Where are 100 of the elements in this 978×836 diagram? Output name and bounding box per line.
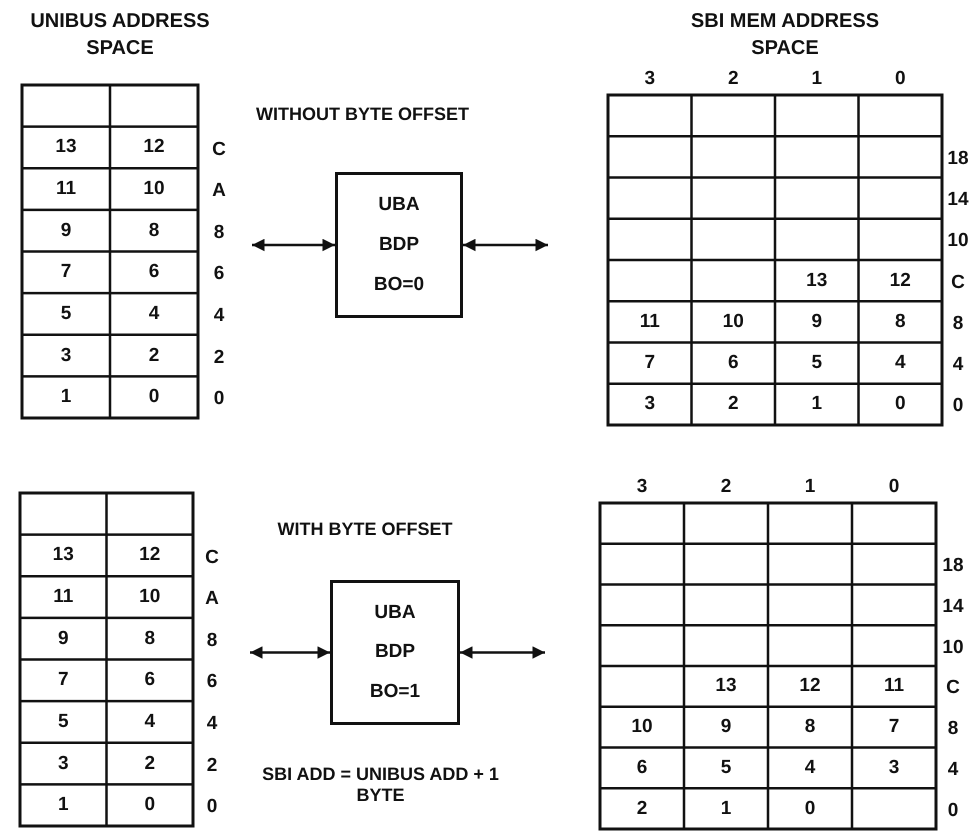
cell-value: 6: [726, 352, 740, 374]
cell-value: 8: [804, 716, 816, 738]
box-label: BDP: [374, 641, 416, 664]
cell-value: 8: [894, 310, 907, 333]
cell-value: 12: [798, 675, 822, 698]
address-label: 4: [206, 713, 218, 736]
cell-value: 5: [60, 302, 72, 325]
cell-value: 12: [142, 136, 166, 158]
address-label: A: [204, 588, 220, 610]
cell-value: 4: [148, 302, 160, 325]
cell-value: 5: [810, 352, 824, 374]
address-label: 10: [941, 636, 965, 659]
table-heading: UNIBUS ADDRESS SPACE: [29, 9, 211, 61]
byte-number: 1: [804, 476, 816, 498]
double-arrow: [463, 238, 548, 252]
box-label: BDP: [378, 234, 420, 256]
cell-value: 0: [143, 794, 156, 816]
address-label: 4: [946, 758, 960, 781]
cell-value: 13: [54, 136, 78, 158]
cell-value: 1: [720, 798, 732, 820]
cell-value: 10: [138, 586, 162, 608]
cell-value: 10: [142, 178, 166, 200]
address-label: 8: [212, 222, 226, 244]
double-arrow: [460, 646, 545, 659]
cell-value: 10: [630, 716, 654, 738]
address-label: 6: [206, 671, 218, 694]
cell-value: 1: [60, 386, 72, 408]
cell-value: 11: [52, 586, 74, 608]
cell-value: 13: [52, 544, 75, 566]
cell-value: 2: [148, 344, 160, 367]
cell-value: 8: [148, 220, 160, 242]
address-label: C: [945, 677, 961, 700]
cell-value: 3: [888, 756, 900, 779]
box-label: BO=0: [374, 274, 424, 296]
cell-value: 9: [56, 628, 70, 650]
byte-number: 1: [810, 68, 824, 90]
byte-number: 2: [720, 476, 732, 498]
cell-value: 4: [804, 756, 816, 779]
cell-value: 10: [722, 310, 745, 333]
cell-value: 6: [148, 261, 160, 284]
cell-value: 4: [143, 710, 156, 733]
cell-value: 0: [148, 386, 160, 408]
address-label: C: [950, 272, 966, 294]
cell-value: 3: [643, 393, 656, 416]
caption-text: WITH BYTE OFFSET: [276, 519, 454, 540]
address-label: 0: [212, 388, 226, 410]
address-label: 0: [952, 395, 964, 418]
cell-value: 7: [888, 716, 900, 738]
adapter-box: [335, 172, 463, 318]
box-label: UBA: [374, 602, 416, 624]
cell-value: 12: [138, 544, 162, 566]
address-label: 4: [212, 305, 226, 328]
byte-number: 3: [636, 476, 648, 498]
cell-value: 13: [805, 270, 828, 292]
cell-value: 11: [638, 310, 661, 333]
cell-value: 1: [810, 393, 824, 416]
byte-number: 0: [888, 476, 900, 498]
table-heading: SBI MEM ADDRESS SPACE: [690, 9, 880, 61]
address-label: C: [204, 546, 220, 569]
cell-value: 9: [810, 310, 824, 333]
address-label: 8: [946, 718, 960, 740]
address-label: 18: [941, 555, 965, 578]
cell-value: 9: [720, 716, 732, 738]
byte-number: 3: [643, 68, 656, 90]
address-label: 0: [946, 800, 960, 822]
double-arrow: [252, 238, 335, 252]
address-label: 8: [952, 312, 964, 335]
cell-value: 5: [56, 710, 70, 733]
cell-value: 5: [720, 756, 732, 779]
note-text: SBI ADD = UNIBUS ADD + 1 BYTE: [261, 764, 500, 806]
byte-number: 0: [894, 68, 907, 90]
address-label: 4: [952, 354, 964, 376]
address-label: 2: [212, 346, 226, 369]
cell-value: 0: [804, 798, 816, 820]
byte-number: 2: [726, 68, 740, 90]
address-label: 10: [946, 230, 970, 252]
cell-value: 0: [894, 393, 907, 416]
double-arrow: [250, 646, 330, 659]
adapter-box: [330, 580, 460, 725]
cell-value: 13: [714, 675, 738, 698]
box-label: UBA: [378, 194, 420, 216]
address-label: 14: [946, 189, 970, 212]
box-label: BO=1: [370, 681, 420, 704]
cell-value: 2: [726, 393, 740, 416]
caption-text: WITHOUT BYTE OFFSET: [255, 104, 470, 125]
cell-value: 11: [54, 178, 78, 200]
address-label: 8: [206, 630, 218, 652]
cell-value: 9: [60, 220, 72, 242]
cell-value: 6: [143, 669, 156, 692]
cell-value: 8: [143, 628, 156, 650]
cell-value: 1: [56, 794, 70, 816]
cell-value: 12: [888, 270, 912, 292]
cell-value: 11: [882, 675, 906, 698]
cell-value: 2: [143, 752, 156, 775]
address-label: 14: [941, 596, 965, 618]
cell-value: 2: [636, 798, 648, 820]
address-label: 2: [206, 754, 218, 777]
cell-value: 7: [56, 669, 70, 692]
cell-value: 3: [56, 752, 70, 775]
cell-value: 3: [60, 344, 72, 367]
